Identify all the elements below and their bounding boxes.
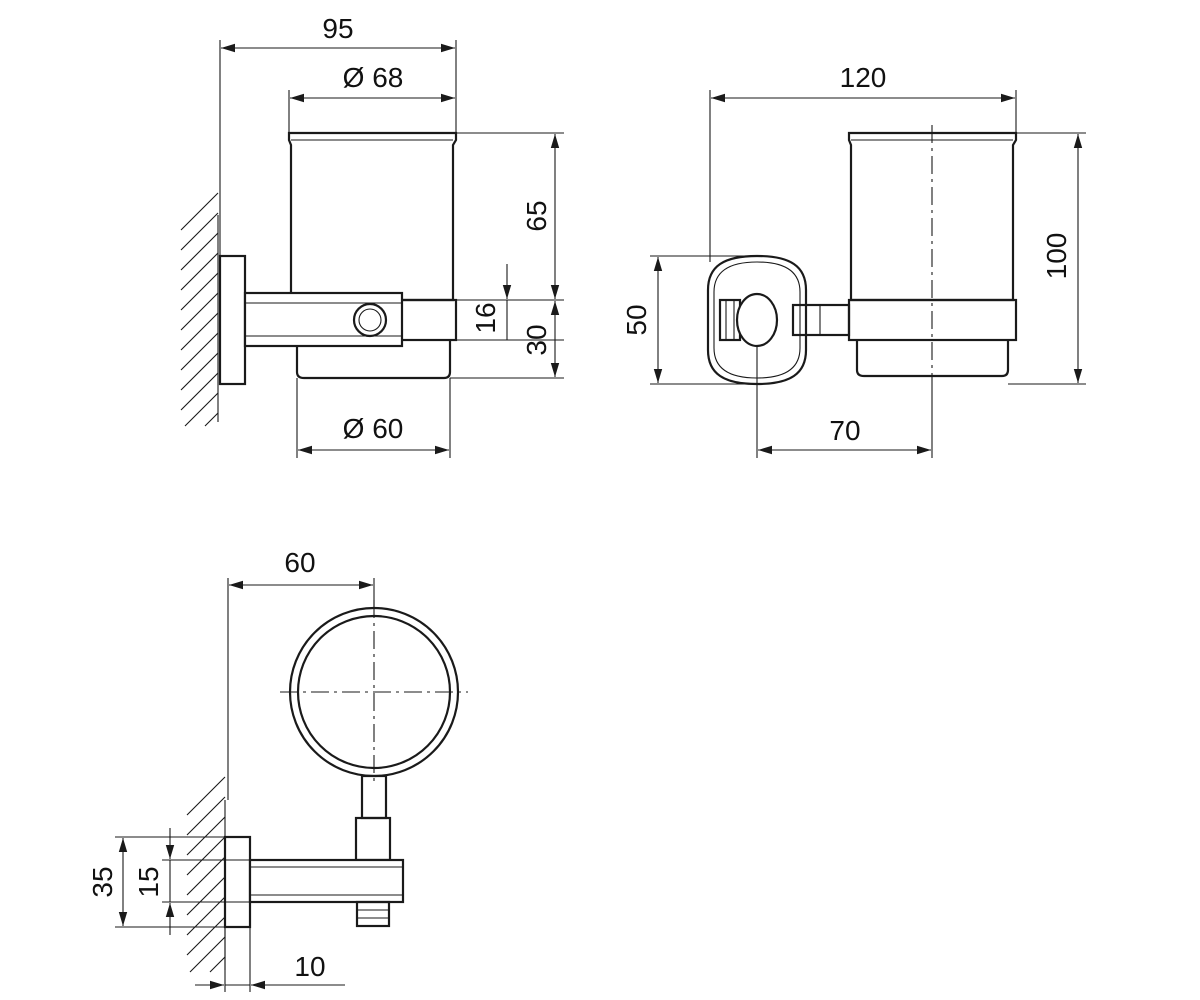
cup-base xyxy=(855,340,1010,378)
dim-cup-height: 65 xyxy=(456,132,564,301)
dim-overall-width: 95 xyxy=(219,13,457,256)
glass-cup xyxy=(287,131,458,302)
support-arm xyxy=(243,291,404,348)
dim-base-diameter: Ø 60 xyxy=(296,378,451,458)
dim-label: 30 xyxy=(521,324,552,355)
dim-label: Ø 68 xyxy=(343,62,404,93)
support-arm xyxy=(791,303,851,337)
set-screw xyxy=(355,900,391,928)
dim-label: 70 xyxy=(829,415,860,446)
dim-overall-height: 100 xyxy=(1008,132,1086,385)
dim-arm-height: 15 xyxy=(133,828,250,935)
top-view: 60 35 15 10 xyxy=(87,547,468,992)
support-arm xyxy=(248,858,405,904)
dim-label: 35 xyxy=(87,866,118,897)
dim-label: 50 xyxy=(621,304,652,335)
side-view: 120 100 50 70 xyxy=(621,62,1086,458)
cup-base xyxy=(295,340,452,380)
knob xyxy=(735,292,779,348)
dim-label: 100 xyxy=(1041,233,1072,280)
dim-label: 15 xyxy=(133,866,164,897)
dim-label: Ø 60 xyxy=(343,413,404,444)
wall-plate xyxy=(218,254,247,386)
wall-hatch xyxy=(186,776,226,973)
front-view: 95 Ø 68 65 16 30 xyxy=(180,13,564,458)
dim-label: 95 xyxy=(322,13,353,44)
dim-label: 10 xyxy=(294,951,325,982)
dim-label: 60 xyxy=(284,547,315,578)
set-screw xyxy=(352,302,388,338)
stem-collar xyxy=(354,816,392,862)
dim-holder-height: 16 xyxy=(402,264,564,341)
wall-hatch xyxy=(180,192,219,427)
dim-projection: 60 xyxy=(227,547,375,800)
dim-label: 120 xyxy=(840,62,887,93)
dim-label: 65 xyxy=(521,200,552,231)
dim-center-offset: 70 xyxy=(756,346,933,458)
wall-plate xyxy=(223,835,252,929)
dim-cup-diameter: Ø 68 xyxy=(288,62,455,133)
stem xyxy=(360,774,388,820)
dim-label: 16 xyxy=(470,302,501,333)
dim-overall-width: 120 xyxy=(709,62,1017,262)
dim-plate-height: 50 xyxy=(621,255,757,385)
dim-mount-height: 30 xyxy=(450,301,564,379)
dim-plate-thickness: 10 xyxy=(195,927,345,992)
